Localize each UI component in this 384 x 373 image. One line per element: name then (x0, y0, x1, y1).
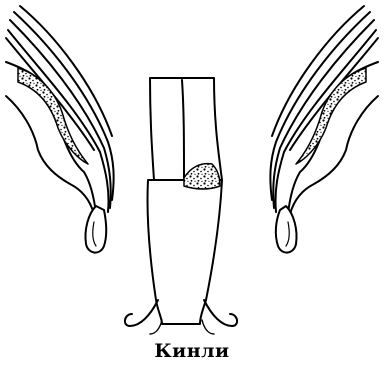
implant-right-hook (204, 300, 237, 326)
implant-left-hook (125, 300, 158, 326)
right-structure (270, 6, 378, 253)
left-structure (6, 6, 114, 253)
figure-caption: Кинли (0, 340, 384, 362)
implant-left-hook-inner (150, 320, 162, 334)
center-implant (125, 78, 237, 334)
right-inner-outline (288, 62, 378, 214)
implant-lower-body (147, 180, 222, 324)
left-inner-outline (6, 62, 96, 214)
implant-right-hook-inner (202, 320, 214, 334)
